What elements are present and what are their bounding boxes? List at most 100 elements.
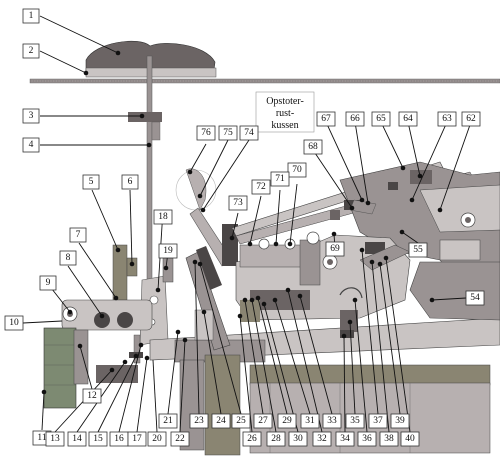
part-label: 62	[461, 111, 481, 127]
svg-text:76: 76	[201, 128, 211, 138]
part-label: 30	[288, 431, 308, 447]
svg-text:20: 20	[152, 434, 162, 444]
part-label: 7	[69, 227, 87, 243]
part-label: 6	[121, 174, 139, 190]
part-label: 72	[251, 179, 271, 195]
svg-text:67: 67	[321, 114, 331, 124]
annotation-line-3: kussen	[271, 120, 298, 131]
svg-text:32: 32	[317, 434, 327, 444]
part-label: 8	[59, 250, 77, 266]
svg-text:75: 75	[223, 128, 233, 138]
svg-text:63: 63	[442, 114, 452, 124]
svg-text:4: 4	[29, 140, 34, 150]
damper-block	[128, 112, 162, 122]
svg-text:11: 11	[37, 433, 46, 443]
part-label: 10	[4, 315, 24, 331]
svg-text:40: 40	[405, 434, 415, 444]
part-label: 63	[437, 111, 457, 127]
svg-text:72: 72	[256, 182, 266, 192]
part-label: 35	[345, 413, 365, 429]
part-label: 5	[82, 174, 100, 190]
part-label: 69	[325, 241, 345, 257]
part-label: 76	[196, 125, 216, 141]
svg-text:19: 19	[163, 246, 173, 256]
svg-text:64: 64	[403, 114, 413, 124]
damper-wire	[146, 55, 153, 287]
part-label: 4	[22, 137, 40, 153]
part-label: 14	[67, 431, 87, 447]
part-label: 68	[303, 139, 323, 155]
svg-text:69: 69	[330, 244, 340, 254]
part-label: 12	[82, 388, 102, 404]
part-label: 18	[153, 209, 173, 225]
svg-text:54: 54	[470, 293, 480, 303]
part-label: 9	[39, 275, 57, 291]
part-label: 26	[242, 431, 262, 447]
part-label: 38	[379, 431, 399, 447]
svg-text:70: 70	[292, 165, 302, 175]
hammer	[175, 168, 238, 267]
part-label: 65	[371, 111, 391, 127]
svg-text:3: 3	[29, 111, 34, 121]
part-label: 40	[400, 431, 420, 447]
part-label: 54	[465, 290, 485, 306]
part-label: 33	[322, 413, 342, 429]
part-label: 1	[22, 8, 40, 24]
svg-text:15: 15	[93, 434, 103, 444]
part-label: 25	[231, 413, 251, 429]
part-label: 55	[408, 242, 428, 258]
svg-text:10: 10	[9, 318, 19, 328]
svg-text:65: 65	[376, 114, 386, 124]
svg-text:38: 38	[384, 434, 394, 444]
part-label: 19	[158, 243, 178, 259]
svg-text:1: 1	[29, 11, 34, 21]
part-label: 15	[88, 431, 108, 447]
part-label: 21	[158, 413, 178, 429]
part-label: 22	[170, 431, 190, 447]
svg-text:34: 34	[340, 434, 350, 444]
svg-text:24: 24	[216, 416, 226, 426]
svg-text:68: 68	[308, 142, 318, 152]
svg-text:29: 29	[282, 416, 292, 426]
svg-text:6: 6	[128, 177, 133, 187]
svg-text:2: 2	[29, 46, 34, 56]
part-label: 24	[211, 413, 231, 429]
part-label: 29	[277, 413, 297, 429]
part-label: 34	[335, 431, 355, 447]
svg-text:16: 16	[114, 434, 124, 444]
part-label: 17	[127, 431, 147, 447]
part-label: 13	[45, 431, 65, 447]
svg-text:12: 12	[87, 391, 97, 401]
damper-lever-rail	[112, 244, 128, 301]
part-label: 28	[266, 431, 286, 447]
part-label: 2	[22, 43, 40, 59]
svg-text:27: 27	[258, 416, 268, 426]
svg-text:39: 39	[395, 416, 405, 426]
svg-text:21: 21	[163, 416, 173, 426]
svg-text:26: 26	[247, 434, 257, 444]
svg-text:30: 30	[293, 434, 303, 444]
svg-text:7: 7	[76, 230, 81, 240]
svg-text:55: 55	[413, 245, 423, 255]
svg-text:36: 36	[362, 434, 372, 444]
key-frame-block	[43, 327, 77, 409]
svg-text:35: 35	[350, 416, 360, 426]
svg-text:14: 14	[72, 434, 82, 444]
part-label: 36	[357, 431, 377, 447]
part-label: 37	[368, 413, 388, 429]
annotation-line-2: rust-	[276, 108, 294, 119]
svg-text:23: 23	[194, 416, 204, 426]
svg-text:66: 66	[350, 114, 360, 124]
svg-text:31: 31	[305, 416, 315, 426]
annotation-line-1: Opstoter-	[266, 96, 304, 107]
part-label: 64	[398, 111, 418, 127]
svg-text:71: 71	[275, 174, 285, 184]
svg-text:8: 8	[66, 253, 71, 263]
part-label: 16	[109, 431, 129, 447]
part-label: 66	[345, 111, 365, 127]
part-label: 23	[189, 413, 209, 429]
svg-text:25: 25	[236, 416, 246, 426]
svg-text:37: 37	[373, 416, 383, 426]
part-label: 67	[316, 111, 336, 127]
